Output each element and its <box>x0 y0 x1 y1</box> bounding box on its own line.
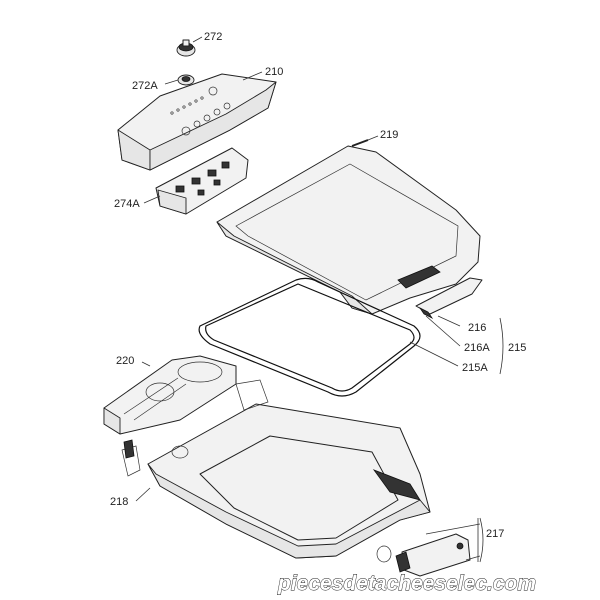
part-220-dispenser <box>103 355 237 435</box>
label-272a: 272A <box>132 80 158 92</box>
part-215a-gasket <box>198 277 421 397</box>
label-274a: 274A <box>114 198 140 210</box>
label-272: 272 <box>204 31 222 43</box>
watermark: piecesdetacheeselec.com <box>277 572 536 595</box>
lid-handle <box>397 265 441 289</box>
label-216a: 216A <box>464 342 490 354</box>
label-215: 215 <box>508 342 526 354</box>
part-210-control-panel <box>117 73 277 171</box>
label-215a: 215A <box>462 362 488 374</box>
label-217: 217 <box>486 528 504 540</box>
part-274a-module <box>155 147 249 215</box>
part-272-knob <box>176 39 196 57</box>
label-219: 219 <box>380 129 398 141</box>
leader-lines <box>135 36 504 563</box>
label-218: 218 <box>110 496 128 508</box>
label-210: 210 <box>265 66 283 78</box>
part-219-pin <box>351 139 369 147</box>
part-216-handle <box>415 277 483 320</box>
label-220: 220 <box>116 355 134 367</box>
part-218-base-frame <box>121 379 431 559</box>
part-272a-ring <box>177 74 195 86</box>
part-217-lock <box>376 533 471 577</box>
label-216: 216 <box>468 322 486 334</box>
lid <box>216 145 481 315</box>
